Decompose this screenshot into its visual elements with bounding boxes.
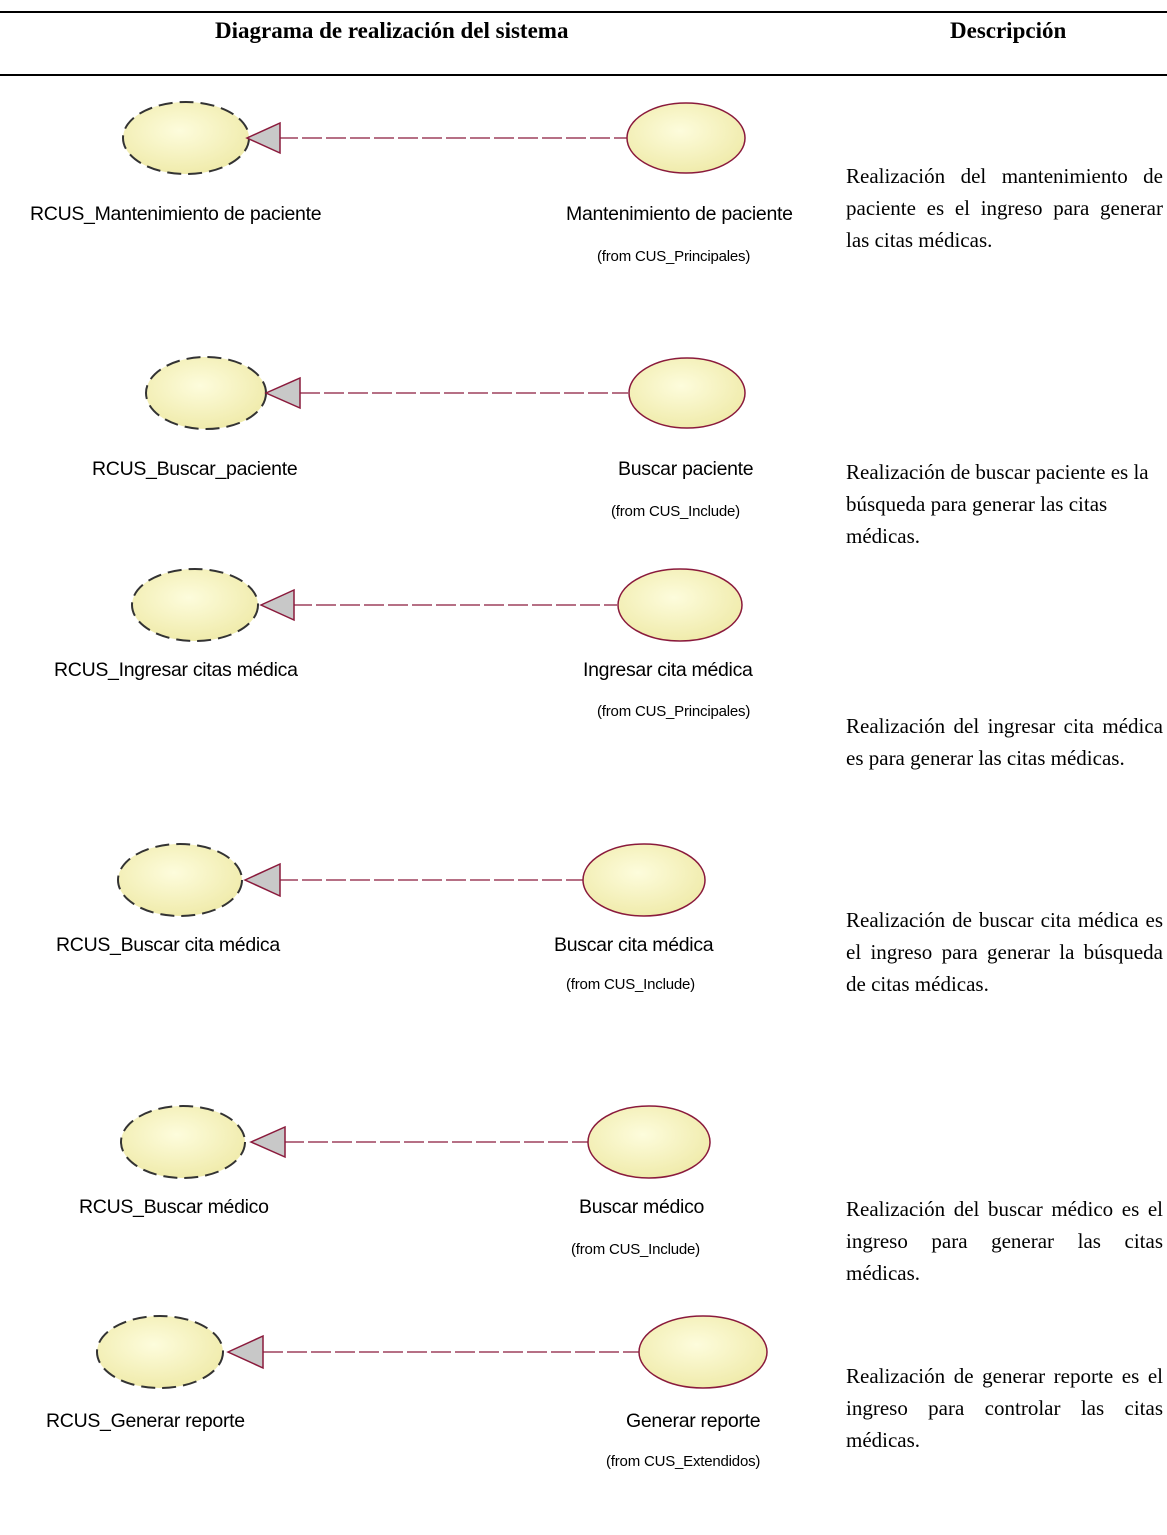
row-description: Realización del buscar médico es el ingr… (846, 1197, 1163, 1285)
realization-arrowhead (243, 862, 281, 898)
use-case-ellipse (587, 1105, 711, 1179)
realization-row-6 (96, 1315, 768, 1389)
realization-ellipse (131, 568, 259, 642)
realization-arrowhead (226, 1334, 264, 1370)
use-case-ellipse (582, 843, 706, 917)
use-case-label: Buscar paciente (618, 458, 754, 480)
use-case-package: (from CUS_Principales) (597, 248, 751, 265)
realization-ellipse (117, 843, 243, 917)
realization-ellipse (120, 1105, 246, 1179)
realization-row-4 (117, 843, 706, 917)
use-case-package: (from CUS_Include) (611, 503, 740, 520)
realization-row-3 (131, 568, 743, 642)
realization-label: RCUS_Buscar_paciente (92, 458, 298, 480)
realization-arrowhead (249, 1125, 286, 1159)
realization-label: RCUS_Ingresar citas médica (54, 659, 298, 681)
use-case-label: Generar reporte (626, 1410, 761, 1432)
header-bottom-rule (0, 74, 1167, 76)
realization-label: RCUS_Generar reporte (46, 1410, 245, 1432)
use-case-label: Ingresar cita médica (583, 659, 753, 681)
realization-arrowhead (245, 121, 281, 155)
use-case-ellipse (628, 357, 746, 429)
use-case-label: Buscar cita médica (554, 934, 714, 956)
row-description: Realización del mantenimiento de pacient… (846, 164, 1163, 252)
realization-ellipse (145, 356, 267, 430)
use-case-package: (from CUS_Include) (566, 976, 695, 993)
use-case-label: Buscar médico (579, 1196, 705, 1218)
realization-ellipse (96, 1315, 224, 1389)
top-rule (0, 11, 1167, 13)
row-description: Realización de buscar cita médica es el … (846, 908, 1163, 996)
use-case-package: (from CUS_Principales) (597, 703, 751, 720)
realization-ellipse (122, 101, 250, 175)
realization-arrowhead (259, 588, 295, 622)
row-description: Realización de buscar paciente es la bús… (846, 460, 1149, 548)
realization-row-2 (145, 356, 746, 430)
use-case-label: Mantenimiento de paciente (566, 203, 793, 225)
use-case-ellipse (626, 102, 746, 174)
realization-label: RCUS_Mantenimiento de paciente (30, 203, 322, 225)
realization-row-5 (120, 1105, 711, 1179)
diagram-column-header: Diagrama de realización del sistema (215, 18, 569, 43)
realization-label: RCUS_Buscar médico (79, 1196, 269, 1218)
realization-arrowhead (264, 376, 301, 410)
use-case-ellipse (617, 568, 743, 642)
row-description: Realización de generar reporte es el ing… (846, 1364, 1163, 1452)
row-description: Realización del ingresar cita médica es … (846, 714, 1163, 770)
description-column-header: Descripción (950, 18, 1067, 43)
use-case-package: (from CUS_Include) (571, 1241, 700, 1258)
realization-row-1 (122, 101, 746, 175)
use-case-ellipse (638, 1315, 768, 1389)
use-case-package: (from CUS_Extendidos) (606, 1453, 761, 1470)
realization-label: RCUS_Buscar cita médica (56, 934, 280, 956)
